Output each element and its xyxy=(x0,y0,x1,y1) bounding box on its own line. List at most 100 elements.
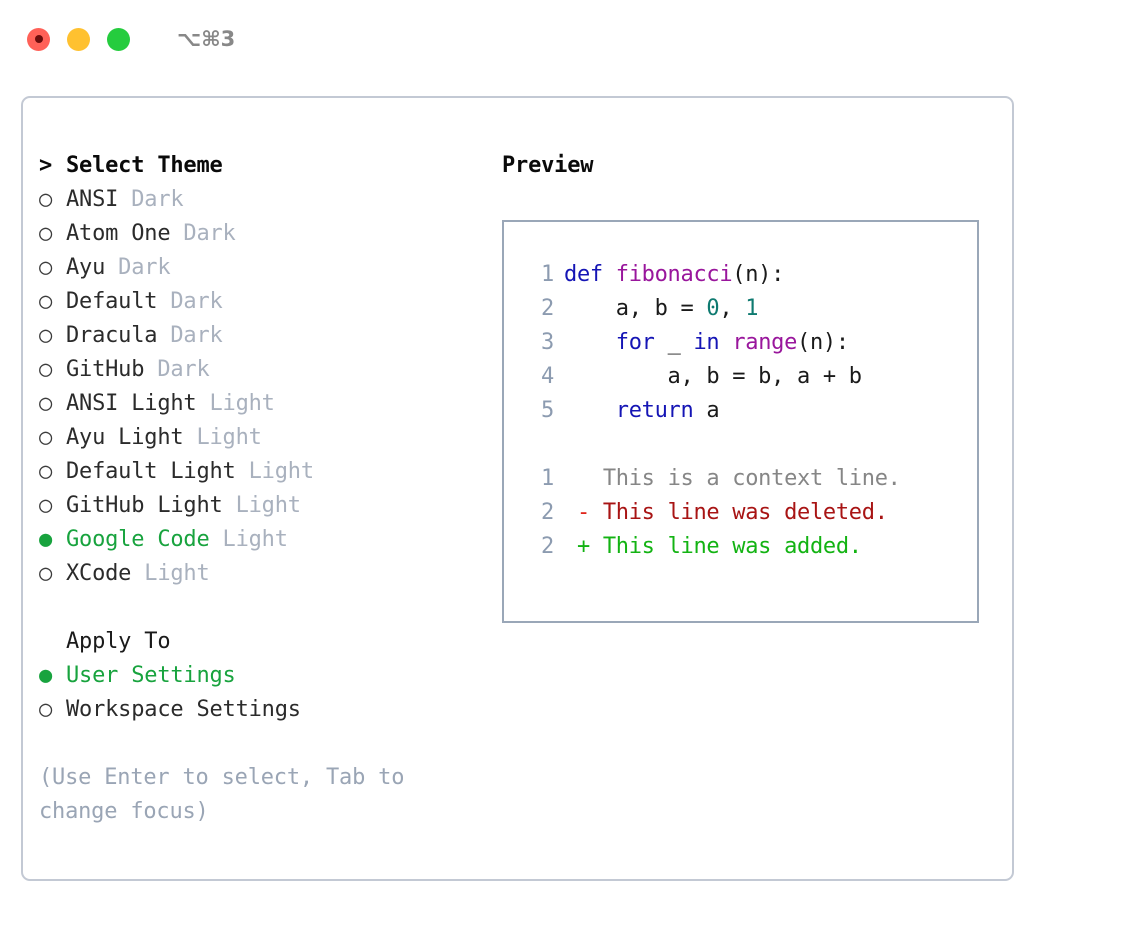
diff-line-deleted: 2 - This line was deleted. xyxy=(526,496,977,530)
record-dot-icon xyxy=(34,35,43,43)
diff-line-added: 2 + This line was added. xyxy=(526,530,977,564)
theme-option-default[interactable]: ○Default Dark xyxy=(39,285,499,319)
radio-unselected-icon: ○ xyxy=(39,323,53,348)
theme-option-label: Ayu Light xyxy=(66,425,184,450)
code-token-kw: return xyxy=(615,398,694,423)
code-token-num: 1 xyxy=(745,296,759,321)
close-button[interactable] xyxy=(27,27,50,51)
theme-option-atom-one[interactable]: ○Atom One Dark xyxy=(39,217,499,251)
diff-marker: - xyxy=(564,500,603,525)
radio-unselected-icon: ○ xyxy=(39,493,53,518)
radio-selected-icon: ● xyxy=(39,663,53,688)
line-number: 1 xyxy=(541,262,554,287)
theme-option-label: XCode xyxy=(66,561,132,586)
diff-spacer xyxy=(526,428,977,462)
theme-option-ansi[interactable]: ○ANSI Dark xyxy=(39,183,499,217)
theme-option-label: Dracula xyxy=(66,323,158,348)
code-token-txt: (n): xyxy=(732,262,785,287)
theme-option-ayu[interactable]: ○ Ayu Dark xyxy=(39,251,499,285)
code-token-txt: , xyxy=(719,296,746,321)
theme-option-variant: Dark xyxy=(157,289,223,314)
code-token-txt: a xyxy=(693,398,720,423)
preview-title: Preview xyxy=(502,153,594,178)
theme-option-variant: Light xyxy=(196,391,275,416)
radio-selected-icon: ● xyxy=(39,527,53,552)
radio-unselected-icon: ○ xyxy=(39,255,53,280)
diff-line-context: 1 This is a context line. xyxy=(526,462,977,496)
line-number: 1 xyxy=(541,466,554,491)
code-token-kw: for xyxy=(615,330,655,355)
theme-option-label: ANSI xyxy=(66,187,119,212)
theme-option-list: ○ANSI Dark○Atom One Dark○Ayu Dark○Defaul… xyxy=(39,183,499,591)
theme-option-label: Google Code xyxy=(66,527,210,552)
theme-option-variant: Light xyxy=(222,493,301,518)
theme-picker-column: >Select Theme ○ANSI Dark○Atom One Dark○A… xyxy=(39,149,499,829)
theme-option-variant: Light xyxy=(235,459,314,484)
diff-text: This line was deleted. xyxy=(602,500,888,525)
code-token-txt xyxy=(564,398,616,423)
theme-option-github[interactable]: ○ GitHub Dark xyxy=(39,353,499,387)
diff-text: This line was added. xyxy=(602,534,862,559)
radio-unselected-icon: ○ xyxy=(39,459,53,484)
hint-spacer xyxy=(39,727,499,761)
theme-option-label: Ayu xyxy=(66,255,106,280)
code-line: 4 a, b = b, a + b xyxy=(526,360,977,394)
apply-to-option-list: ● User Settings ○Workspace Settings xyxy=(39,659,499,727)
apply-to-option-workspace-settings[interactable]: ○Workspace Settings xyxy=(39,693,499,727)
keyboard-hint: (Use Enter to select, Tab to change focu… xyxy=(39,765,405,824)
zoom-button[interactable] xyxy=(107,27,130,51)
line-number: 2 xyxy=(541,534,554,559)
theme-option-variant: Dark xyxy=(118,187,184,212)
code-line: 3 for _ in range(n): xyxy=(526,326,977,360)
code-token-txt: a, b = xyxy=(564,296,707,321)
code-token-kw: def xyxy=(564,262,616,287)
code-token-txt: _ xyxy=(654,330,694,355)
diff-marker xyxy=(564,466,603,491)
code-line: 5 return a xyxy=(526,394,977,428)
code-token-txt: (n): xyxy=(797,330,849,355)
radio-unselected-icon: ○ xyxy=(39,561,53,586)
apply-to-heading: Apply To xyxy=(39,625,499,659)
theme-option-default-light[interactable]: ○ Default Light Light xyxy=(39,455,499,489)
theme-option-ayu-light[interactable]: ○Ayu Light Light xyxy=(39,421,499,455)
theme-option-label: Atom One xyxy=(66,221,171,246)
window-titlebar: ⌥⌘3 xyxy=(0,0,1140,78)
diff-text: This is a context line. xyxy=(602,466,901,491)
theme-option-variant: Dark xyxy=(144,357,210,382)
main-panel: >Select Theme ○ANSI Dark○Atom One Dark○A… xyxy=(21,96,1014,881)
apply-to-option-label: Workspace Settings xyxy=(66,697,301,722)
line-number: 3 xyxy=(541,330,554,355)
radio-unselected-icon: ○ xyxy=(39,357,53,382)
theme-option-xcode[interactable]: ○ XCode Light xyxy=(39,557,499,591)
radio-unselected-icon: ○ xyxy=(39,391,53,416)
code-token-num: 0 xyxy=(706,296,720,321)
theme-option-label: GitHub xyxy=(66,357,145,382)
radio-unselected-icon: ○ xyxy=(39,289,53,314)
theme-option-variant: Dark xyxy=(105,255,171,280)
apply-to-option-user-settings[interactable]: ● User Settings xyxy=(39,659,499,693)
line-number: 4 xyxy=(541,364,554,389)
shortcut-label: ⌥⌘3 xyxy=(177,27,236,51)
theme-option-label: GitHub Light xyxy=(66,493,223,518)
theme-option-variant: Light xyxy=(209,527,288,552)
theme-option-google-code[interactable]: ● Google Code Light xyxy=(39,523,499,557)
line-number: 5 xyxy=(541,398,554,423)
code-token-txt xyxy=(564,330,616,355)
diff-sample: 1 This is a context line.2 - This line w… xyxy=(526,462,977,564)
code-line: 2 a, b = 0, 1 xyxy=(526,292,977,326)
theme-option-github-light[interactable]: ○ GitHub Light Light xyxy=(39,489,499,523)
theme-option-label: Default Light xyxy=(66,459,236,484)
theme-option-variant: Light xyxy=(131,561,210,586)
theme-option-ansi-light[interactable]: ○ ANSI Light Light xyxy=(39,387,499,421)
theme-option-label: ANSI Light xyxy=(66,391,197,416)
theme-option-dracula[interactable]: ○Dracula Dark xyxy=(39,319,499,353)
radio-unselected-icon: ○ xyxy=(39,425,53,450)
minimize-button[interactable] xyxy=(67,27,90,51)
apply-to-option-label: User Settings xyxy=(66,663,236,688)
code-token-kw: in xyxy=(693,330,720,355)
